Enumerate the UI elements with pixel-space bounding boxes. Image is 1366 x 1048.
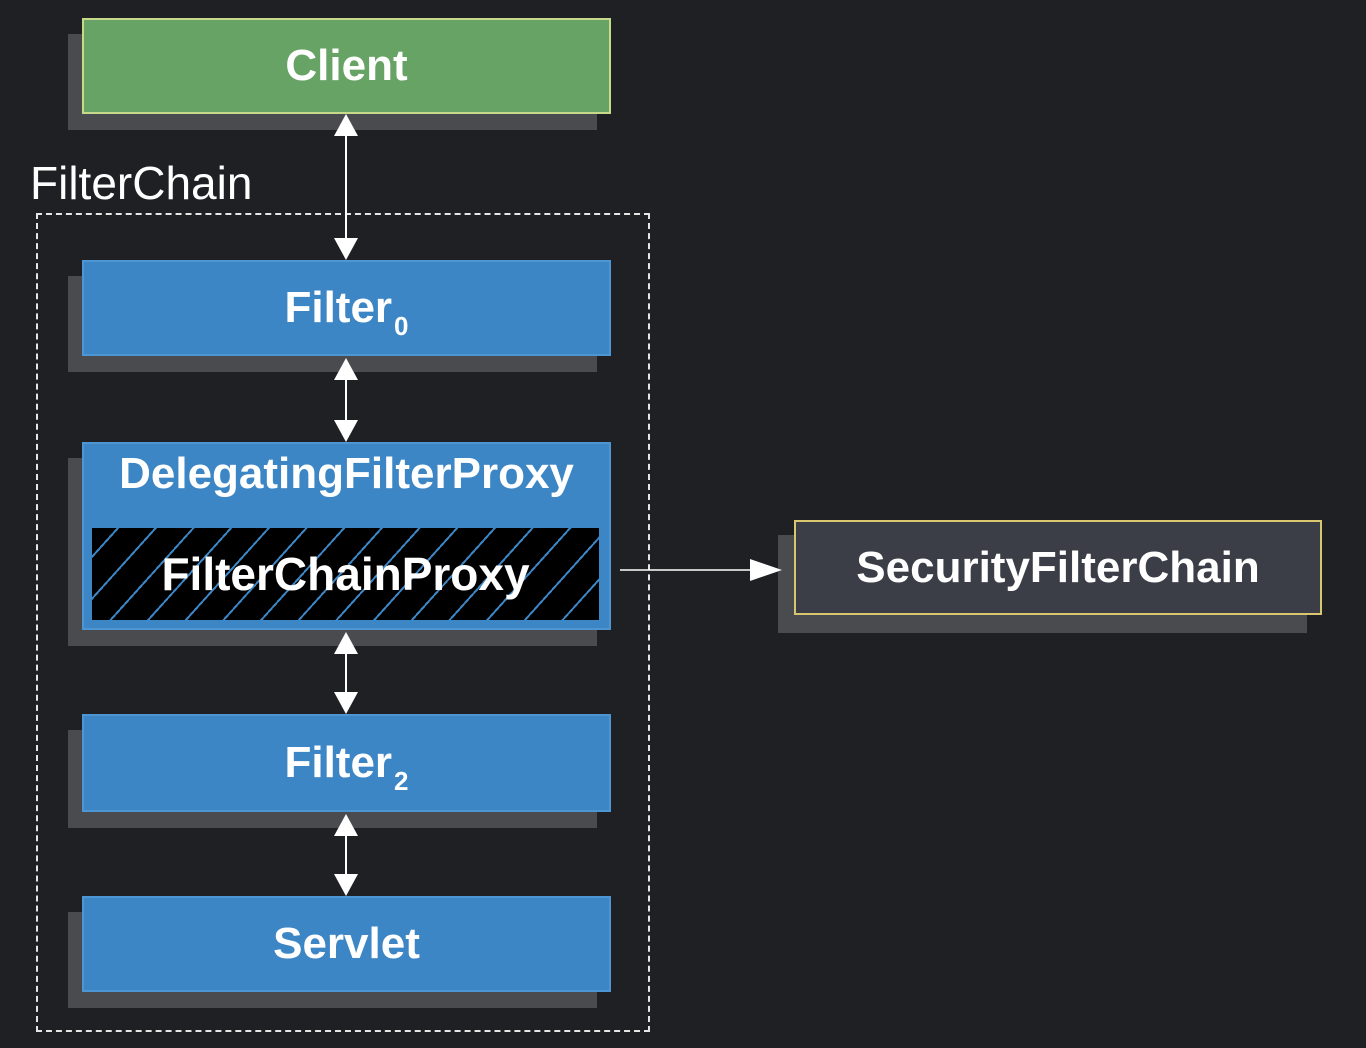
filter-chain-proxy-node: FilterChainProxy	[90, 526, 601, 622]
filter2-subscript: 2	[394, 765, 409, 796]
client-label: Client	[285, 41, 408, 90]
filter-chain-group	[36, 213, 650, 1032]
filter0-subscript: 0	[394, 310, 409, 341]
filter-chain-proxy-label: FilterChainProxy	[161, 548, 530, 600]
security-filter-chain-node: SecurityFilterChain	[794, 520, 1322, 615]
filter2-label: Filter	[284, 738, 393, 787]
delegating-filter-proxy-node: DelegatingFilterProxy FilterChainProxy	[82, 442, 611, 630]
filter0-label: Filter	[284, 283, 393, 332]
filter-chain-title: FilterChain	[30, 157, 253, 209]
delegating-filter-proxy-label: DelegatingFilterProxy	[119, 449, 574, 498]
client-node: Client	[82, 18, 611, 114]
security-filter-chain-label: SecurityFilterChain	[856, 542, 1260, 592]
servlet-label: Servlet	[273, 919, 420, 968]
servlet-node: Servlet	[82, 896, 611, 992]
